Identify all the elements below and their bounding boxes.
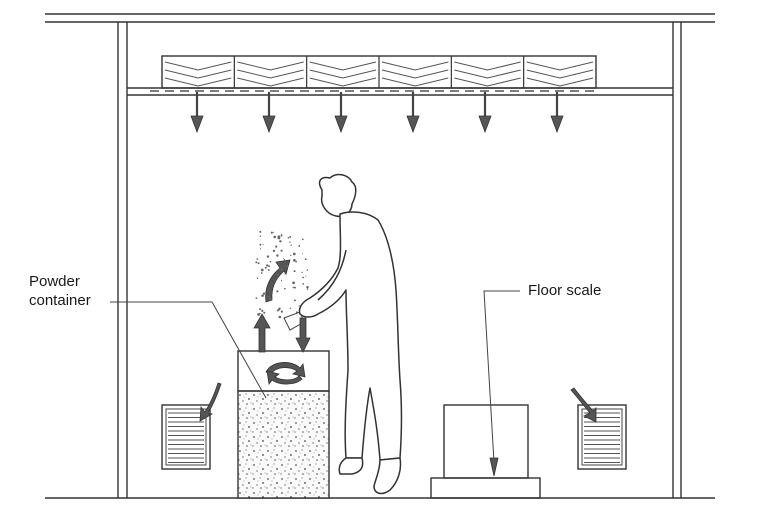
powder-container-label: Powder container [29,272,91,310]
floor-scale-label: Floor scale [528,282,602,299]
powder-container-leader [110,301,267,399]
filter-cell [164,61,232,87]
filter-cell [378,56,449,88]
powder-container [237,230,330,499]
room-frame [45,13,715,499]
down-arrow-icon [406,92,420,134]
floor-scale [430,404,541,499]
right-grille-airflow-arrow [570,387,597,423]
filter-cell [306,56,377,88]
operator-right-foot [373,457,402,495]
filter-cell [450,56,521,88]
operator-body [298,211,403,461]
operator-figure [298,173,403,495]
laminar-airflow-arrows [190,92,564,134]
filter-cell [233,56,304,88]
ceiling-filter-diffuser [127,55,673,96]
operator-left-foot [338,457,364,475]
down-arrow-icon [334,92,348,134]
down-arrow-icon [550,92,564,134]
filter-cell [523,56,594,88]
down-arrow-icon [478,92,492,134]
up-arrow-icon [253,313,271,353]
floor-scale-leader [483,290,520,477]
filter-cells [164,56,594,88]
powder-label-line-1: Powder [29,273,80,290]
powder-label-line-2: container [29,292,91,309]
left-grille-airflow-arrow [199,382,222,422]
right-return-air-grille [570,387,627,470]
operator-head [318,173,357,218]
left-return-air-grille [161,382,222,470]
down-arrow-icon [262,92,276,134]
down-arrow-icon [190,92,204,134]
